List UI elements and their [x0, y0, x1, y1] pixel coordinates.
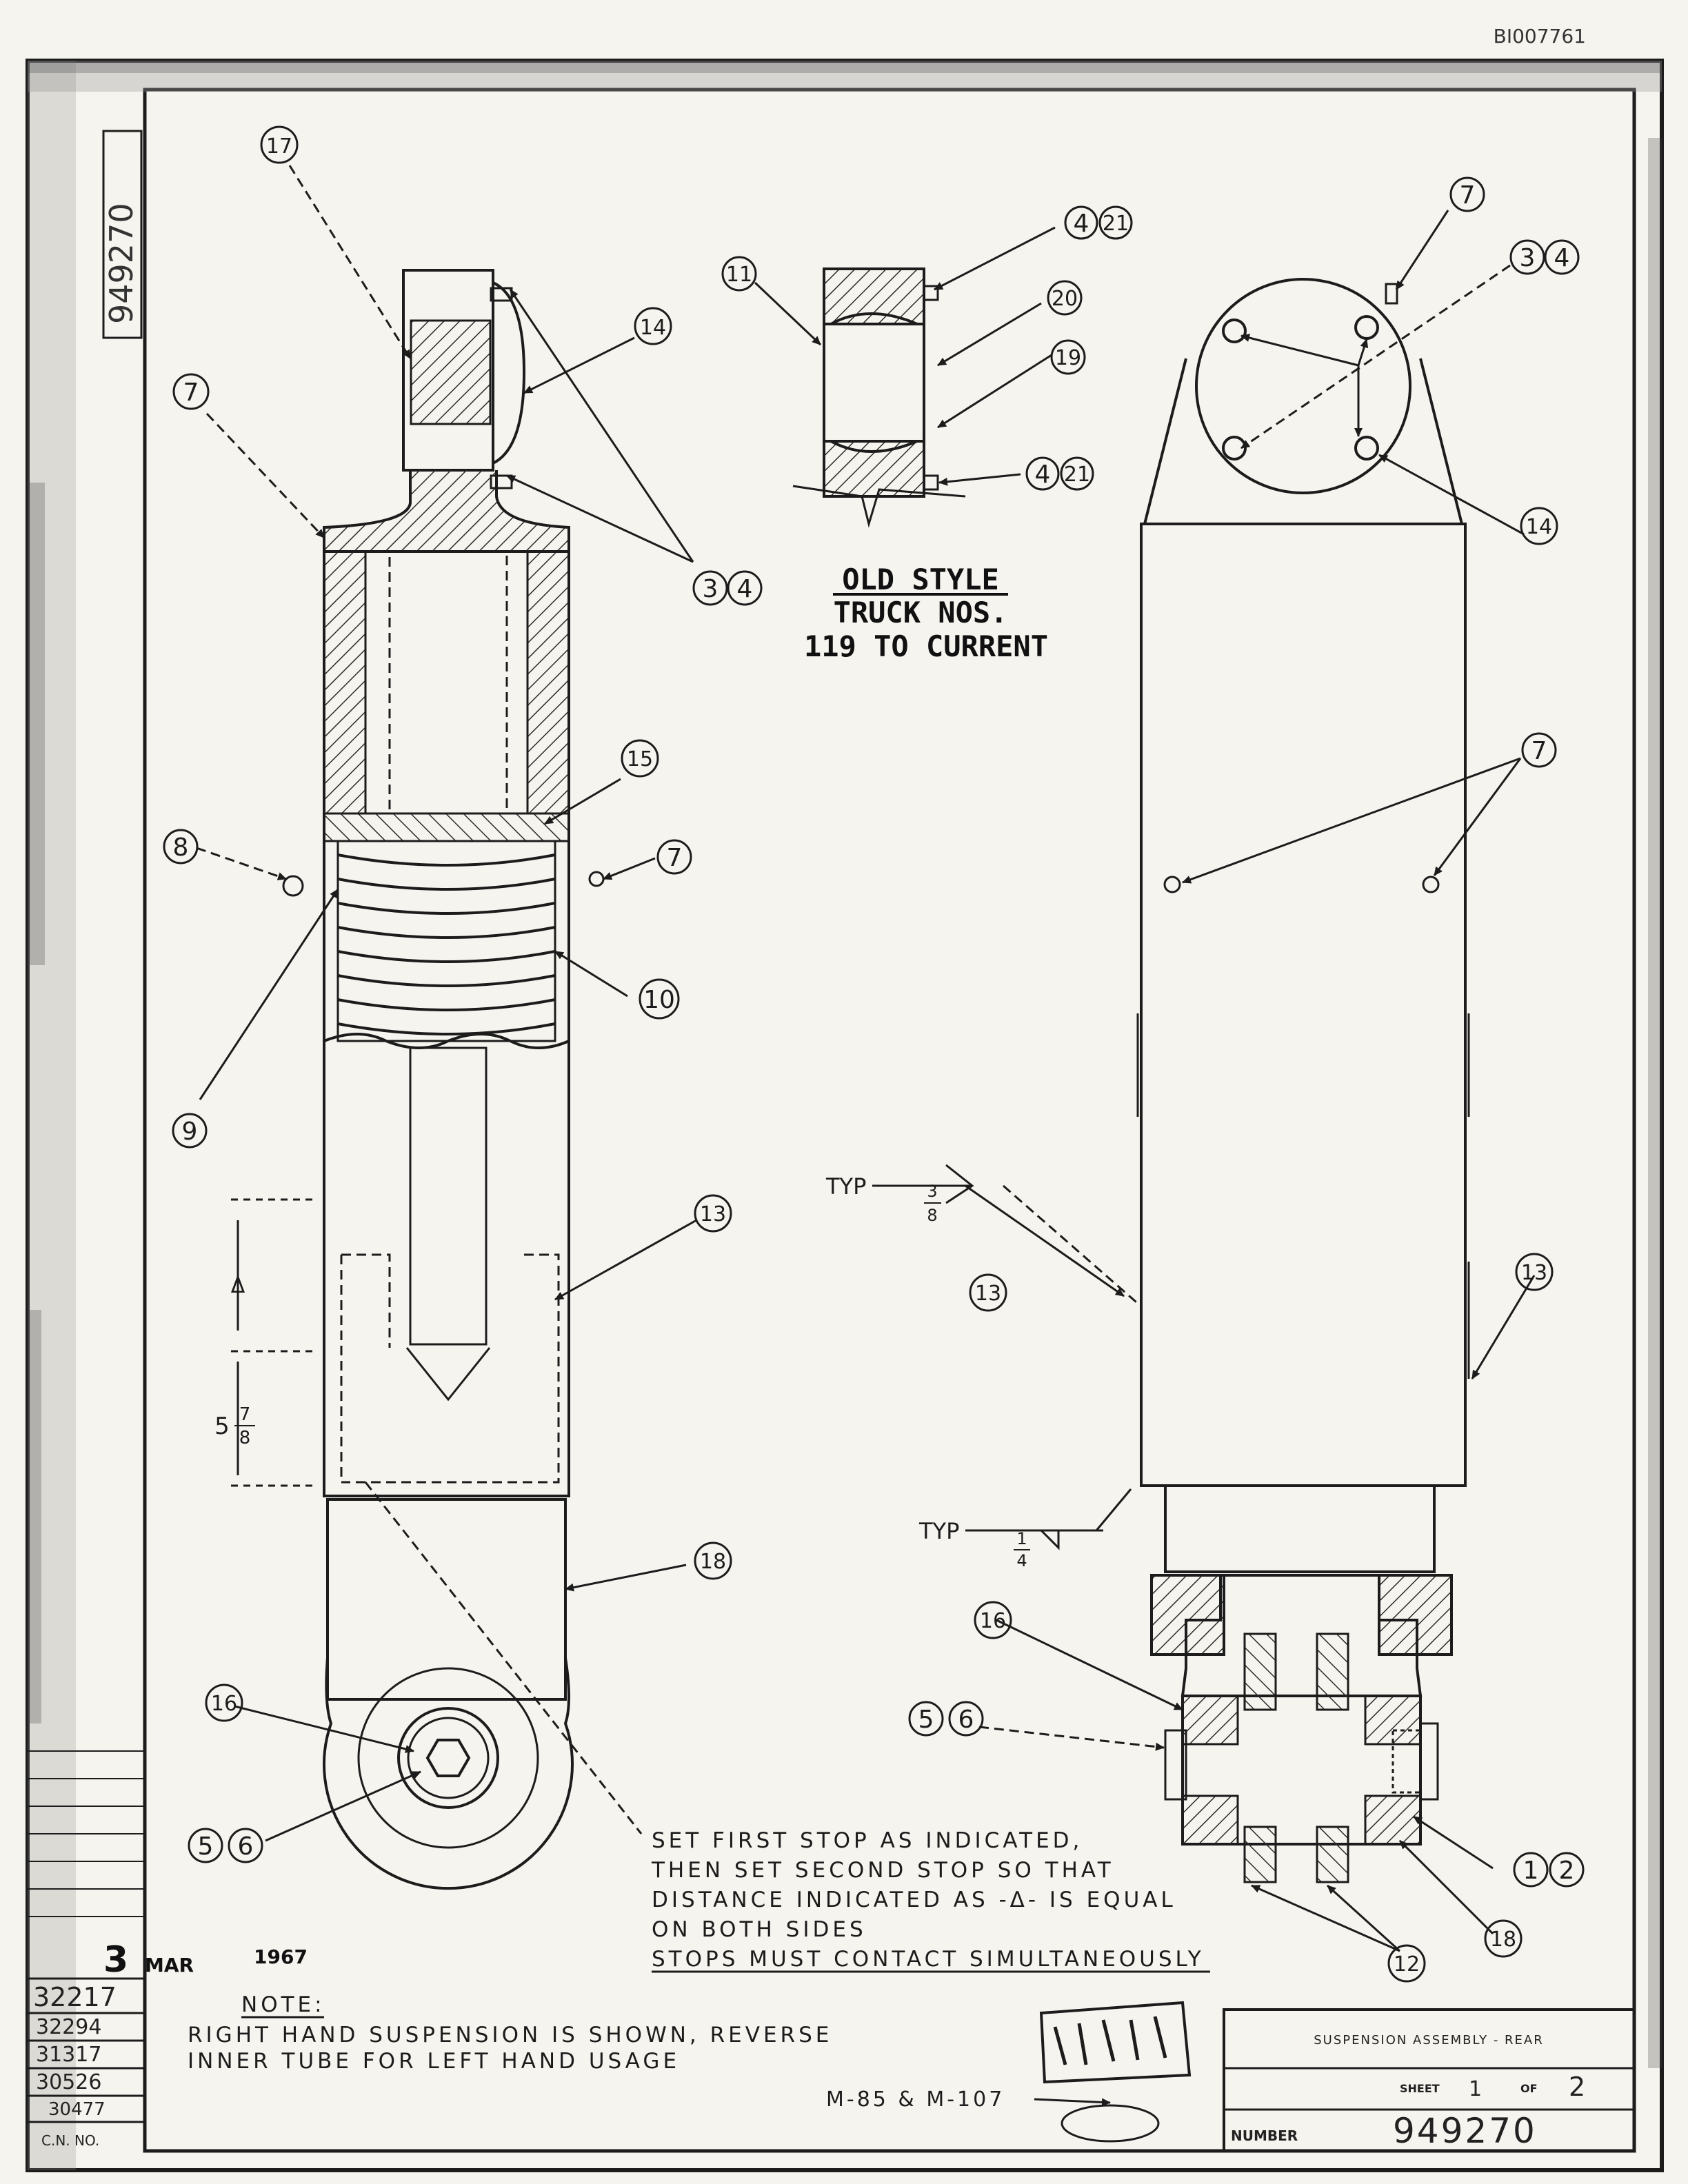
dim-7: 7	[239, 1404, 251, 1425]
leader-lines	[196, 165, 1536, 1952]
frac-3: 3	[927, 1182, 937, 1201]
sheet-number: 1	[1469, 2077, 1482, 2101]
stop-note-line4: ON BOTH SIDES	[652, 1917, 867, 1942]
scan-noise	[28, 61, 1662, 2068]
balloon-7: 7	[183, 378, 199, 407]
balloon-12: 12	[1394, 1952, 1420, 1976]
weld-symbol-upper: TYP 3 8	[825, 1164, 974, 1225]
old-style-line2: TRUCK NOS.	[834, 596, 1008, 629]
rev-entry-5: 30477	[48, 2099, 106, 2120]
balloon-13: 13	[700, 1202, 726, 1226]
rev-entry-3: 31317	[36, 2043, 101, 2067]
balloon-7-right-body: 7	[1531, 737, 1547, 765]
balloon-4: 4	[737, 575, 753, 603]
balloon-21-bottom: 21	[1064, 463, 1090, 487]
right-side-view	[1136, 278, 1470, 1883]
note-line2: INNER TUBE FOR LEFT HAND USAGE	[188, 2049, 680, 2074]
stop-note-line1: SET FIRST STOP AS INDICATED,	[652, 1828, 1083, 1853]
number-label: NUMBER	[1231, 2127, 1298, 2144]
rev-footer: C.N. NO.	[41, 2132, 99, 2149]
stop-note-line5: STOPS MUST CONTACT SIMULTANEOUSLY	[652, 1947, 1205, 1972]
dim-8: 8	[239, 1428, 251, 1448]
callout-balloons: 17 14 3 4 7 15 8 7 10 9 13 18 16 5 6 11 …	[163, 125, 1585, 1983]
rev-month: MAR	[145, 1954, 194, 1976]
general-note: NOTE: RIGHT HAND SUSPENSION IS SHOWN, RE…	[188, 1992, 832, 2074]
doc-id: BI007761	[1494, 25, 1586, 48]
balloon-5-right: 5	[918, 1706, 934, 1734]
stop-note: SET FIRST STOP AS INDICATED, THEN SET SE…	[651, 1828, 1210, 1973]
balloon-1: 1	[1523, 1857, 1539, 1885]
balloon-19: 19	[1055, 346, 1081, 370]
balloon-8: 8	[173, 833, 189, 862]
old-style-detail	[792, 267, 966, 528]
typ-lower: TYP	[918, 1518, 959, 1544]
old-style-caption: OLD STYLE TRUCK NOS. 119 TO CURRENT	[804, 563, 1048, 663]
stop-note-line3: DISTANCE INDICATED AS -Δ- IS EQUAL	[652, 1888, 1176, 1912]
revision-block: 3 MAR 1967 32217 32294 31317 30526 30477…	[28, 1750, 308, 2149]
old-style-line1: OLD STYLE	[842, 563, 999, 596]
balloon-18-right: 18	[1490, 1928, 1516, 1952]
balloon-7b: 7	[667, 844, 683, 872]
dimension-labels-left: Δ 5 7 8	[214, 1274, 255, 1448]
frac-8: 8	[927, 1206, 937, 1225]
balloon-7-right: 7	[1460, 181, 1476, 210]
balloon-21-top: 21	[1103, 212, 1129, 236]
sheet-label: SHEET	[1400, 2082, 1440, 2095]
balloon-2: 2	[1559, 1857, 1575, 1885]
balloon-6-right: 6	[958, 1706, 974, 1734]
note-heading: NOTE:	[241, 1992, 325, 2017]
balloon-16: 16	[211, 1692, 237, 1716]
old-style-line3: 119 TO CURRENT	[804, 629, 1048, 663]
title-block: SUSPENSION ASSEMBLY - REAR SHEET 1 OF 2 …	[1223, 2008, 1636, 2152]
balloon-18: 18	[700, 1550, 726, 1574]
balloon-5: 5	[198, 1832, 214, 1861]
rev-entry-2: 32294	[36, 2015, 101, 2039]
balloon-11: 11	[726, 263, 752, 287]
balloon-4-right: 4	[1554, 244, 1570, 272]
balloon-4-bottom: 4	[1035, 461, 1051, 489]
typ-upper: TYP	[825, 1173, 866, 1200]
delta-label: Δ	[231, 1274, 245, 1298]
balloon-14-right: 14	[1526, 515, 1552, 539]
models-text: M-85 & M-107	[826, 2087, 1005, 2112]
note-line1: RIGHT HAND SUSPENSION IS SHOWN, REVERSE	[188, 2023, 832, 2048]
rev-year: 1967	[254, 1945, 308, 1968]
stop-note-line2: THEN SET SECOND STOP SO THAT	[651, 1858, 1114, 1883]
weld-symbol-lower: TYP 1 4	[918, 1518, 1103, 1570]
rev-day: 3	[103, 1939, 128, 1981]
balloon-4-top: 4	[1074, 210, 1089, 238]
bellows	[323, 840, 570, 1049]
drawing-number: 949270	[1393, 2111, 1537, 2151]
title-text: SUSPENSION ASSEMBLY - REAR	[1314, 2033, 1544, 2048]
balloon-13-right-b: 13	[1521, 1261, 1547, 1285]
side-number: 949270	[103, 203, 140, 324]
of-label: OF	[1520, 2082, 1538, 2095]
balloon-20: 20	[1052, 287, 1078, 311]
balloon-17: 17	[266, 134, 292, 159]
rev-entry-1: 32217	[33, 1982, 117, 2012]
balloon-3: 3	[703, 575, 719, 603]
balloon-13-right: 13	[975, 1282, 1001, 1306]
balloon-14: 14	[640, 316, 666, 340]
balloon-3-right: 3	[1520, 244, 1536, 272]
left-section-view	[231, 269, 643, 1890]
side-number-box: 949270	[102, 130, 143, 339]
sheet-frame	[26, 59, 1664, 2172]
frac-1: 1	[1016, 1529, 1027, 1548]
approval-stamp	[1039, 2001, 1192, 2143]
frac-4: 4	[1016, 1551, 1027, 1570]
dim-5: 5	[214, 1413, 230, 1440]
balloon-9: 9	[182, 1118, 198, 1146]
balloon-10: 10	[643, 986, 675, 1014]
of-number: 2	[1569, 2072, 1585, 2102]
rev-entry-4: 30526	[36, 2070, 101, 2094]
balloon-6: 6	[238, 1832, 254, 1861]
balloon-16-right: 16	[980, 1609, 1006, 1633]
balloon-15: 15	[627, 747, 653, 771]
